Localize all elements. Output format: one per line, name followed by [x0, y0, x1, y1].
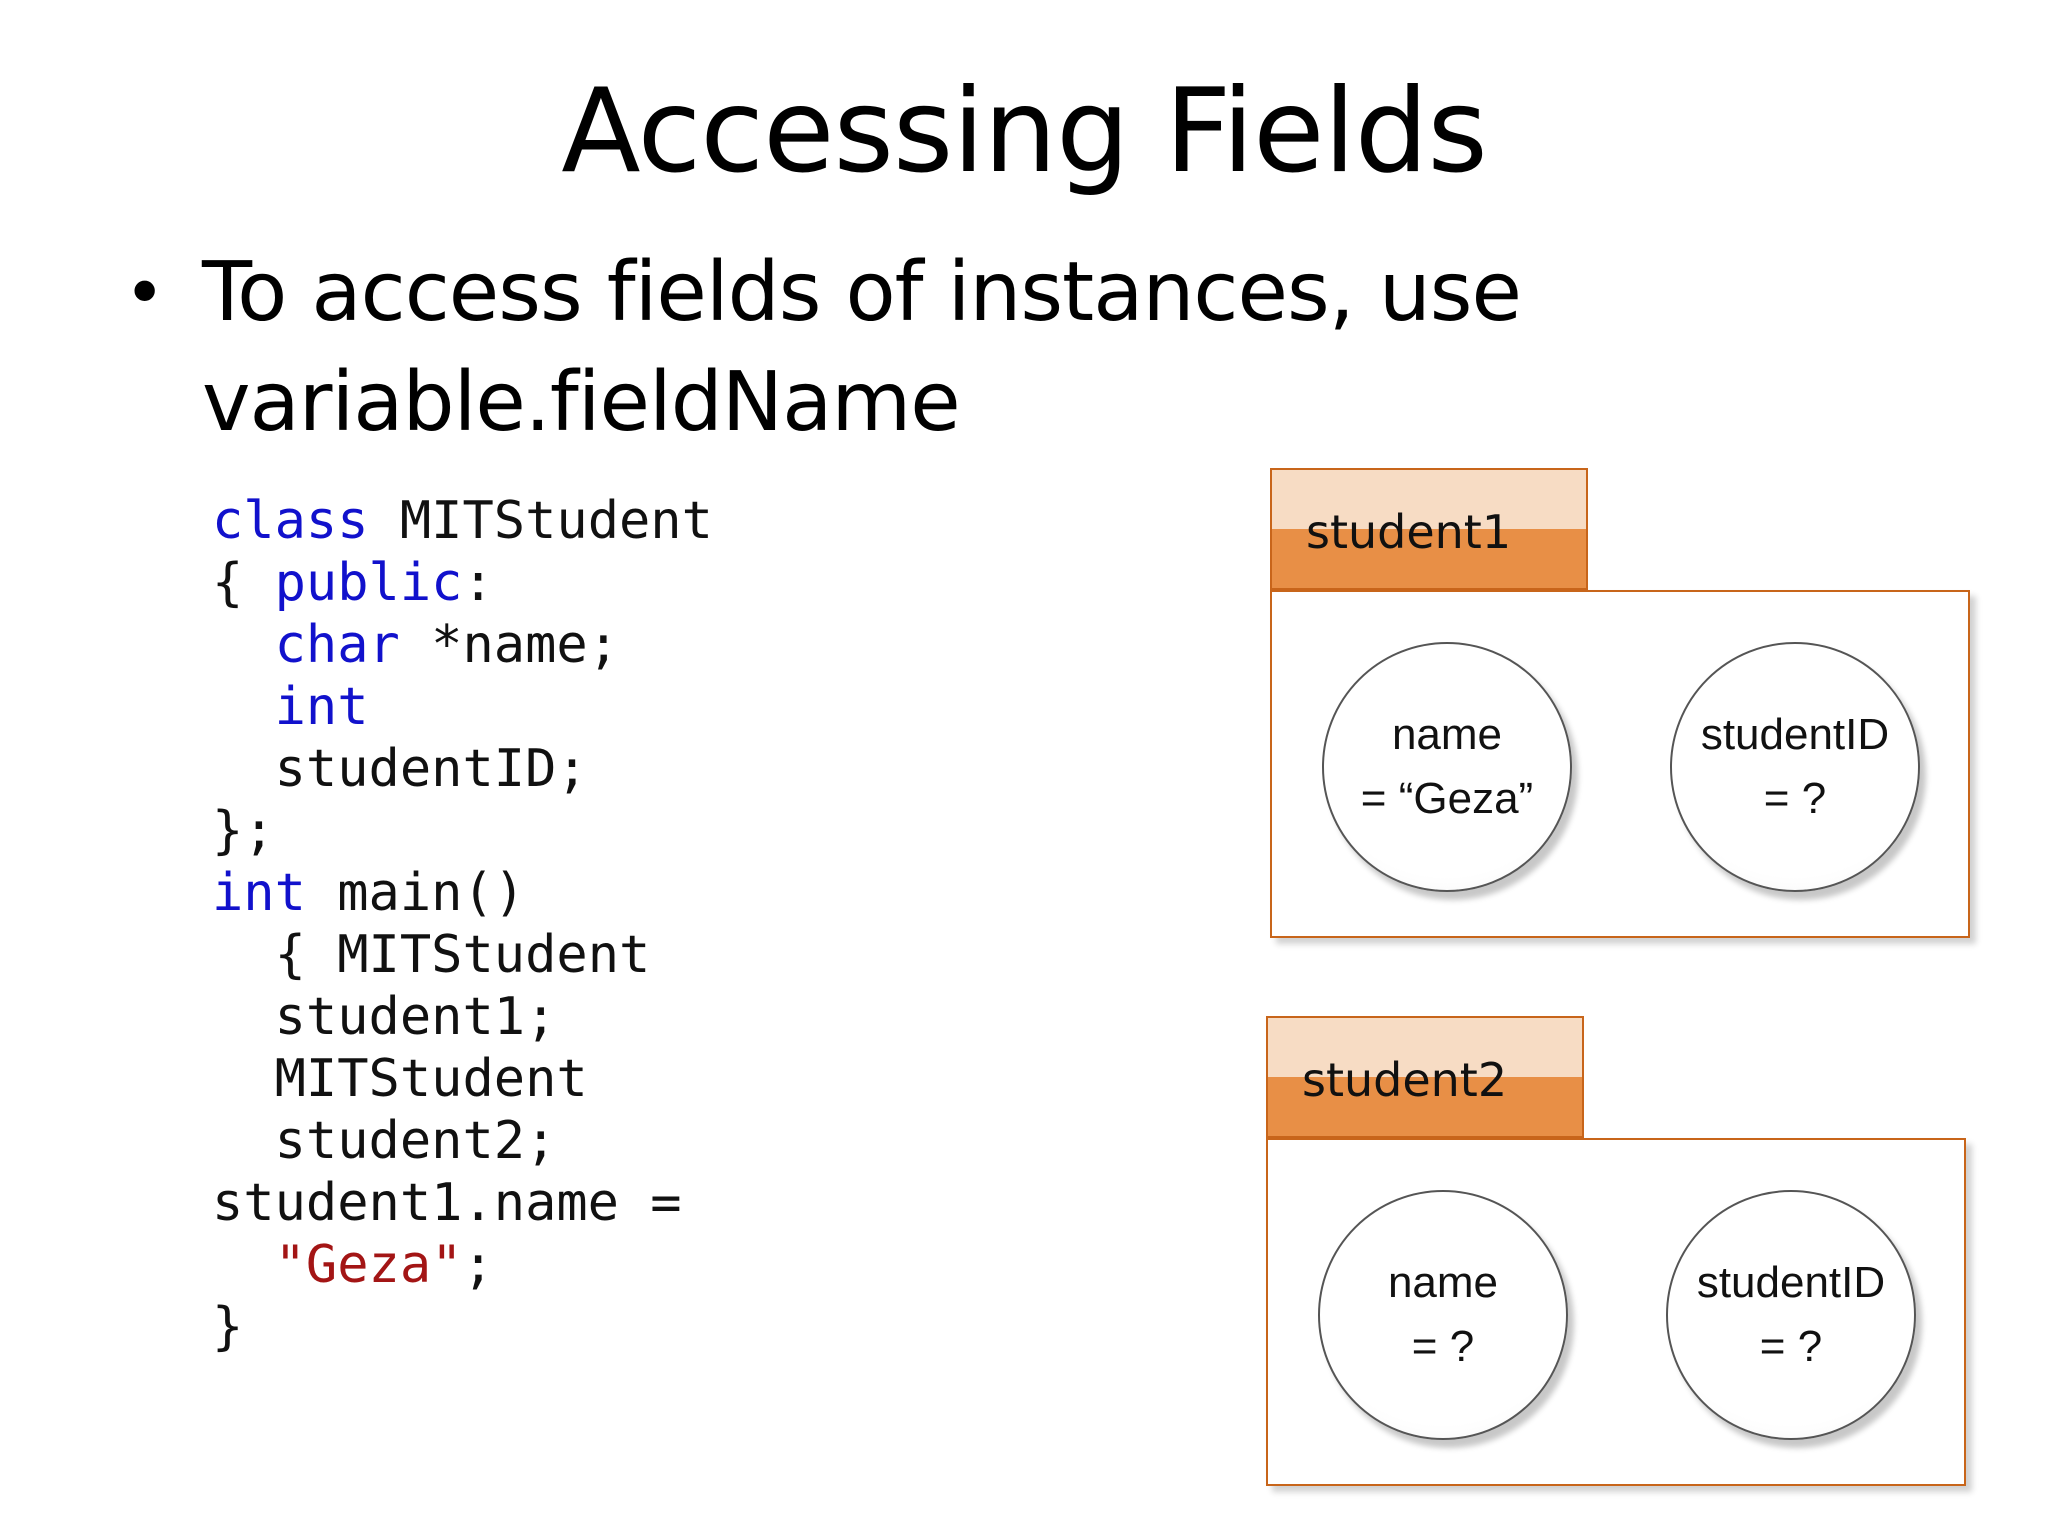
- code-line-10: MITStudent: [212, 1048, 713, 1110]
- code-line-2: { public:: [212, 552, 713, 614]
- code-text: :: [462, 553, 494, 613]
- code-string: "Geza": [274, 1235, 463, 1295]
- code-text: {: [212, 553, 275, 613]
- field-value: = ?: [1759, 1322, 1823, 1371]
- bullet-line-1: To access fields of instances, use: [202, 245, 1522, 340]
- code-text: *name;: [399, 615, 620, 675]
- code-text: ;: [462, 1235, 494, 1295]
- object-body: name = “Geza” studentID = ?: [1270, 590, 1970, 938]
- code-line-14: }: [212, 1296, 713, 1358]
- code-line-4: int: [212, 676, 713, 738]
- code-text: MITStudent: [274, 1049, 588, 1109]
- code-keyword: class: [212, 491, 369, 551]
- code-text: MITStudent: [368, 491, 713, 551]
- code-keyword: char: [274, 615, 400, 675]
- code-line-6: };: [212, 800, 713, 862]
- field-studentid-circle: studentID = ?: [1666, 1190, 1916, 1440]
- field-name: name: [1391, 710, 1503, 759]
- object-tab: student2: [1266, 1016, 1584, 1138]
- code-line-12: student1.name =: [212, 1172, 713, 1234]
- code-text: student2;: [274, 1111, 557, 1171]
- field-name: studentID: [1696, 1258, 1886, 1307]
- slide-title: Accessing Fields: [561, 64, 1488, 199]
- object-tab: student1: [1270, 468, 1588, 590]
- bullet-line-2: variable.fieldName: [202, 355, 961, 450]
- field-value: = “Geza”: [1360, 774, 1534, 823]
- code-keyword: public: [274, 553, 463, 613]
- code-text: main(): [305, 863, 526, 923]
- code-keyword: int: [212, 863, 306, 923]
- code-line-13: "Geza";: [212, 1234, 713, 1296]
- code-line-1: class MITStudent: [212, 490, 713, 552]
- object-body: name = ? studentID = ?: [1266, 1138, 1966, 1486]
- code-line-8: { MITStudent: [212, 924, 713, 986]
- field-name-circle: name = ?: [1318, 1190, 1568, 1440]
- field-name-circle: name = “Geza”: [1322, 642, 1572, 892]
- bullet-text: To access fields of instances, use varia…: [202, 238, 1602, 458]
- code-line-11: student2;: [212, 1110, 713, 1172]
- code-text: student1;: [274, 987, 557, 1047]
- code-line-7: int main(): [212, 862, 713, 924]
- code-line-5: studentID;: [212, 738, 713, 800]
- code-line-9: student1;: [212, 986, 713, 1048]
- field-name: name: [1387, 1258, 1499, 1307]
- code-keyword: int: [274, 677, 369, 737]
- code-block: class MITStudent { public: char *name; i…: [212, 490, 713, 1358]
- code-text: };: [212, 801, 275, 861]
- object-label: student2: [1302, 1053, 1508, 1107]
- field-value: = ?: [1763, 774, 1827, 823]
- code-text: }: [212, 1297, 244, 1357]
- code-text: studentID;: [274, 739, 588, 799]
- code-line-3: char *name;: [212, 614, 713, 676]
- code-text: student1.name =: [212, 1173, 682, 1233]
- field-name: studentID: [1700, 710, 1890, 759]
- field-studentid-circle: studentID = ?: [1670, 642, 1920, 892]
- object-label: student1: [1306, 505, 1512, 559]
- field-value: = ?: [1411, 1322, 1475, 1371]
- code-text: { MITStudent: [274, 925, 651, 985]
- bullet-dot-icon: •: [124, 252, 166, 334]
